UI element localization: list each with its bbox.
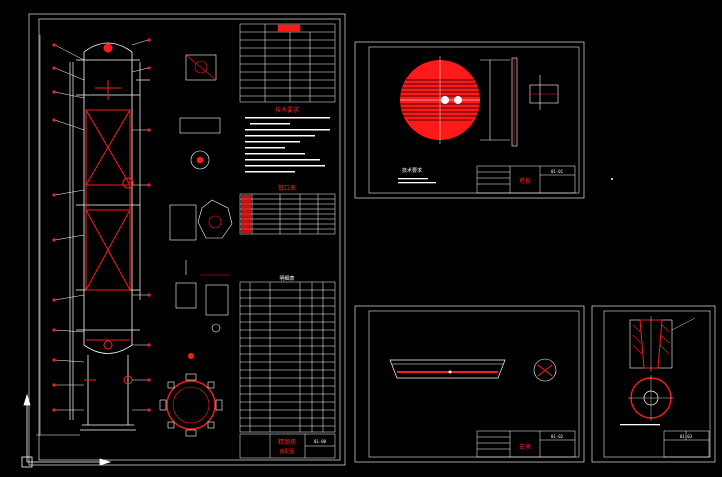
main-title-label: 精馏塔 — [278, 438, 296, 446]
top-nozzle — [103, 43, 113, 53]
support-detail — [533, 358, 557, 382]
tray-detail — [529, 75, 559, 110]
support-title-label: 支承 — [519, 443, 531, 451]
flange-plan — [628, 375, 674, 421]
packing-bed — [85, 109, 131, 291]
plate-drawing-no: 01-01 — [551, 169, 564, 174]
support-drawing-no: 01-02 — [551, 434, 564, 439]
support-beam-section — [389, 359, 506, 379]
plate-notes-title: 技术要求 — [402, 167, 422, 174]
cursor-marker — [611, 178, 613, 180]
sheet-main-frame — [28, 13, 346, 466]
flange-drawing-no: 01-03 — [680, 434, 693, 439]
sheet-flange: 01-03 — [591, 305, 716, 463]
distributor-plan-view — [159, 353, 223, 437]
main-drawing-no: 01-00 — [314, 439, 327, 444]
sheet-support: 支承 01-02 — [354, 305, 585, 463]
nozzle-table: 管口表 — [239, 184, 336, 235]
main-title-block: 精馏塔 装配图 01-00 — [239, 433, 336, 459]
tray-plate-plan — [400, 56, 480, 144]
parts-list-title: 明细表 — [279, 275, 294, 282]
top-head — [83, 42, 133, 53]
bottom-head — [83, 344, 133, 354]
plate-title-label: 塔板 — [519, 177, 531, 185]
sheet-main-assembly — [28, 13, 346, 466]
nozzle-table-title: 管口表 — [278, 184, 296, 192]
sheet-main-inner-frame — [38, 18, 341, 461]
design-data-table — [239, 23, 336, 103]
parts-list-table: 明细表 — [239, 275, 336, 433]
tech-requirements-block: 技术要求 — [245, 106, 330, 173]
tech-requirements-title: 技术要求 — [275, 106, 299, 114]
sheet-plate: 技术要求 塔板 01-01 — [354, 41, 585, 199]
tray-plate-section — [480, 57, 518, 147]
column-tower — [36, 35, 151, 436]
flange-section — [629, 316, 696, 372]
ucs-axis-icon — [21, 393, 112, 468]
detail-views — [169, 54, 233, 333]
main-title-sub: 装配图 — [279, 448, 294, 455]
